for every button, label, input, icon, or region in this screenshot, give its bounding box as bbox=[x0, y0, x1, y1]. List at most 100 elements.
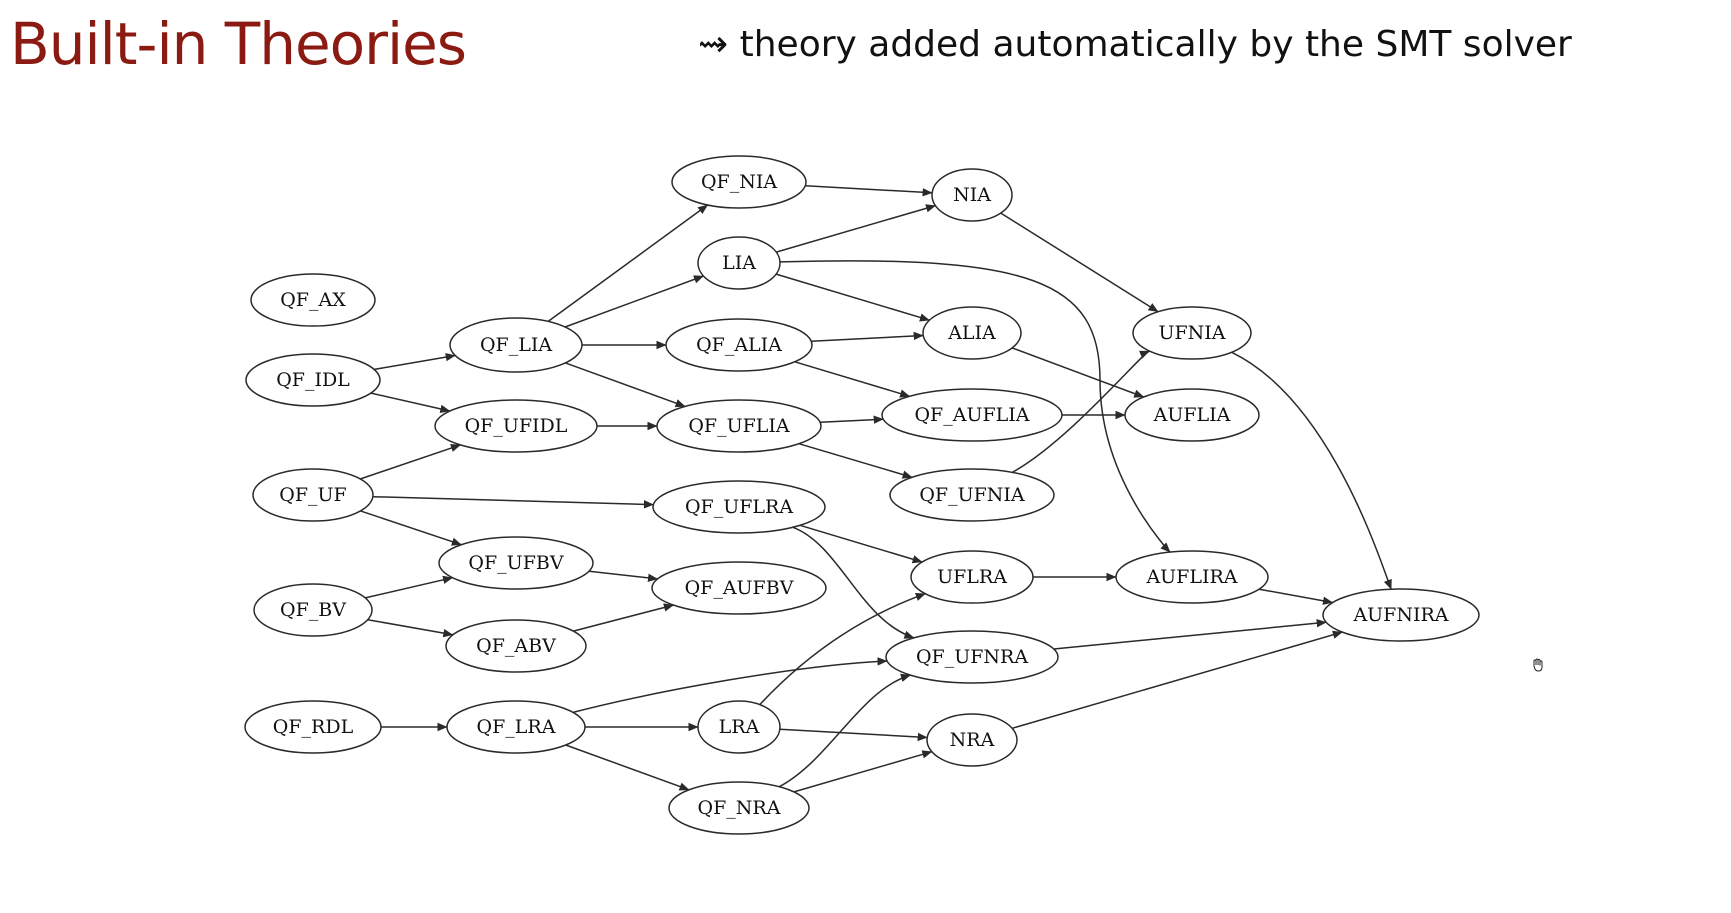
node-label-auflia: AUFLIA bbox=[1153, 404, 1231, 426]
node-ellipse-qf-alia bbox=[665, 318, 813, 372]
node-label-qf-nia: QF_NIA bbox=[701, 171, 777, 193]
edge-ufnia-to-aufnira bbox=[1231, 351, 1392, 590]
node-auflira: AUFLIRA bbox=[1115, 550, 1269, 604]
node-ellipse-qf-ufbv bbox=[438, 536, 594, 590]
nodes-layer: QF_AX QF_IDL QF_UF QF_BV QF_RDL QF_LIA QF_UFID… bbox=[244, 155, 1480, 835]
node-aufnira: AUFNIRA bbox=[1322, 588, 1480, 642]
node-qf-aufbv: QF_AUFBV bbox=[651, 561, 827, 615]
node-label-nra: NRA bbox=[950, 729, 995, 751]
edge-qf-nia-to-nia bbox=[805, 184, 933, 197]
node-label-qf-uflia: QF_UFLIA bbox=[688, 415, 790, 437]
node-nra: NRA bbox=[926, 713, 1018, 767]
node-lra: LRA bbox=[697, 700, 781, 754]
node-qf-ufnra: QF_UFNRA bbox=[885, 630, 1059, 684]
node-nia: NIA bbox=[931, 168, 1013, 222]
edge-qf-uflra-to-uflra bbox=[799, 524, 923, 564]
node-label-qf-nra: QF_NRA bbox=[698, 797, 781, 819]
node-ellipse-lra bbox=[697, 700, 781, 754]
edge-qf-idl-to-qf-ufidl bbox=[370, 392, 451, 413]
node-ufnia: UFNIA bbox=[1132, 306, 1252, 360]
node-qf-alia: QF_ALIA bbox=[665, 318, 813, 372]
edge-qf-nra-to-nra bbox=[793, 750, 933, 793]
node-qf-idl: QF_IDL bbox=[245, 353, 381, 407]
node-uflra: UFLRA bbox=[910, 550, 1034, 604]
edge-qf-lra-to-qf-nra bbox=[565, 744, 690, 791]
node-label-nia: NIA bbox=[953, 184, 991, 206]
node-ellipse-qf-lra bbox=[446, 700, 586, 754]
node-label-qf-lra: QF_LRA bbox=[477, 716, 556, 738]
node-ellipse-ufnia bbox=[1132, 306, 1252, 360]
node-label-qf-ax: QF_AX bbox=[280, 289, 346, 311]
node-qf-nra: QF_NRA bbox=[668, 781, 810, 835]
edge-qf-uf-to-qf-ufbv bbox=[360, 510, 462, 546]
node-ellipse-qf-ufnia bbox=[889, 468, 1055, 522]
node-ellipse-qf-ufnra bbox=[885, 630, 1059, 684]
edge-nia-to-ufnia bbox=[1000, 212, 1159, 313]
node-qf-lia: QF_LIA bbox=[449, 317, 583, 373]
node-auflia: AUFLIA bbox=[1124, 388, 1260, 442]
edge-qf-lra-to-qf-ufnra bbox=[572, 657, 888, 714]
edge-nra-to-aufnira bbox=[1011, 630, 1343, 730]
node-ellipse-qf-uf bbox=[252, 468, 374, 522]
node-ellipse-qf-auflia bbox=[881, 388, 1063, 442]
node-label-qf-ufidl: QF_UFIDL bbox=[465, 415, 568, 437]
node-qf-uf: QF_UF bbox=[252, 468, 374, 522]
node-label-lra: LRA bbox=[719, 716, 760, 738]
slide-title: Built-in Theories bbox=[10, 10, 467, 78]
edges-layer bbox=[359, 184, 1392, 793]
edge-lia-to-nia bbox=[775, 204, 936, 253]
edge-qf-uflra-to-qf-ufnra bbox=[792, 526, 915, 639]
node-qf-abv: QF_ABV bbox=[445, 619, 587, 673]
node-label-qf-ufbv: QF_UFBV bbox=[468, 552, 563, 574]
node-ellipse-uflra bbox=[910, 550, 1034, 604]
node-alia: ALIA bbox=[922, 306, 1022, 360]
node-qf-uflra: QF_UFLRA bbox=[652, 480, 826, 534]
node-label-qf-auflia: QF_AUFLIA bbox=[914, 404, 1029, 426]
node-lia: LIA bbox=[697, 236, 781, 290]
node-qf-ufbv: QF_UFBV bbox=[438, 536, 594, 590]
node-label-lia: LIA bbox=[722, 252, 756, 274]
edge-alia-to-auflia bbox=[1011, 347, 1145, 398]
node-qf-ufnia: QF_UFNIA bbox=[889, 468, 1055, 522]
node-label-qf-lia: QF_LIA bbox=[480, 334, 552, 356]
edge-qf-ufnra-to-aufnira bbox=[1053, 619, 1327, 650]
node-qf-auflia: QF_AUFLIA bbox=[881, 388, 1063, 442]
edge-qf-lia-to-qf-nia bbox=[547, 204, 709, 323]
edge-qf-lia-to-lia bbox=[564, 275, 704, 328]
edge-qf-ufbv-to-qf-aufbv bbox=[589, 570, 658, 583]
node-ellipse-qf-uflia bbox=[656, 399, 822, 453]
node-qf-uflia: QF_UFLIA bbox=[656, 399, 822, 453]
node-ellipse-nra bbox=[926, 713, 1018, 767]
hand-cursor-icon bbox=[1533, 658, 1543, 672]
node-ellipse-lia bbox=[697, 236, 781, 290]
edge-qf-abv-to-qf-aufbv bbox=[573, 603, 674, 632]
node-ellipse-qf-aufbv bbox=[651, 561, 827, 615]
node-label-qf-alia: QF_ALIA bbox=[696, 334, 782, 356]
edge-lra-to-nra bbox=[779, 728, 928, 742]
edge-qf-uf-to-qf-ufidl bbox=[359, 443, 461, 480]
node-label-qf-ufnra: QF_UFNRA bbox=[916, 646, 1028, 668]
node-label-qf-ufnia: QF_UFNIA bbox=[919, 484, 1025, 506]
edge-qf-nra-to-qf-ufnra bbox=[778, 673, 911, 788]
node-label-uflra: UFLRA bbox=[937, 566, 1007, 588]
node-label-qf-idl: QF_IDL bbox=[276, 369, 350, 391]
node-ellipse-qf-rdl bbox=[244, 700, 382, 754]
edge-qf-bv-to-qf-abv bbox=[367, 618, 454, 638]
edge-qf-ufnia-to-ufnia bbox=[1011, 350, 1150, 474]
node-ellipse-qf-abv bbox=[445, 619, 587, 673]
node-ellipse-aufnira bbox=[1322, 588, 1480, 642]
edge-auflira-to-aufnira bbox=[1258, 588, 1333, 605]
node-label-qf-rdl: QF_RDL bbox=[273, 716, 354, 738]
node-qf-nia: QF_NIA bbox=[671, 155, 807, 209]
edge-qf-alia-to-qf-auflia bbox=[794, 361, 911, 398]
edge-qf-lia-to-qf-uflia bbox=[565, 362, 686, 408]
edge-qf-uflia-to-qf-auflia bbox=[820, 415, 884, 424]
node-label-qf-abv: QF_ABV bbox=[476, 635, 556, 657]
edge-lra-to-uflra bbox=[759, 592, 926, 706]
node-label-ufnia: UFNIA bbox=[1158, 322, 1225, 344]
node-label-qf-bv: QF_BV bbox=[280, 599, 346, 621]
node-qf-lra: QF_LRA bbox=[446, 700, 586, 754]
node-ellipse-qf-ax bbox=[250, 273, 376, 327]
node-ellipse-alia bbox=[922, 306, 1022, 360]
node-ellipse-qf-nia bbox=[671, 155, 807, 209]
